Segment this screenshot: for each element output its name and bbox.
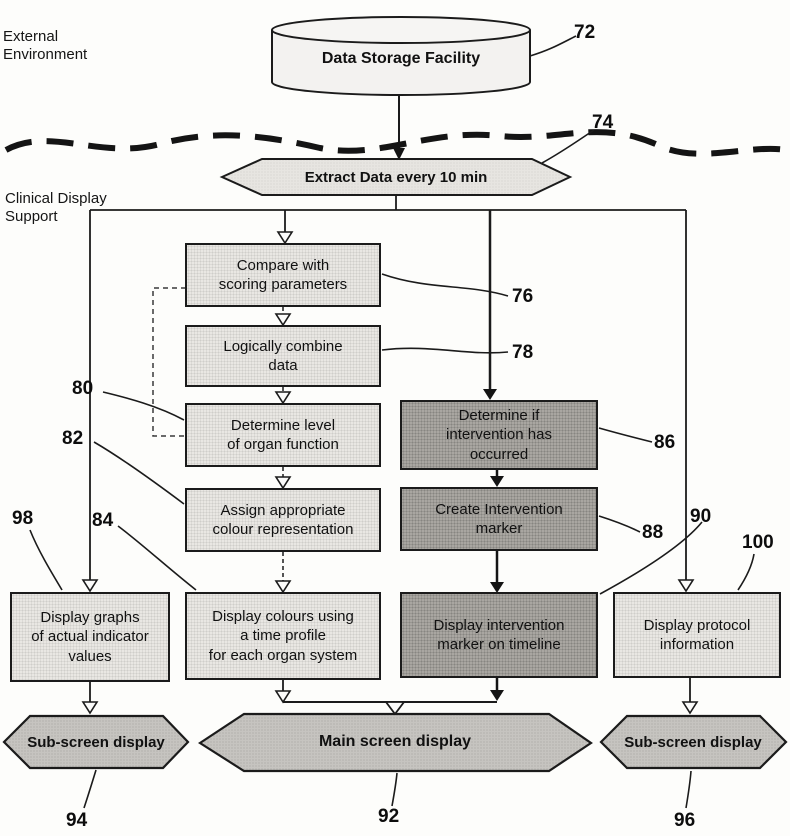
ref-100: 100 <box>742 532 774 553</box>
ref-80: 80 <box>72 378 94 399</box>
ref-90: 90 <box>690 506 712 527</box>
create-marker-box: Create Intervention marker <box>400 487 598 551</box>
arrowhead <box>276 231 294 245</box>
ref-94: 94 <box>66 810 88 831</box>
arrowhead <box>490 690 504 701</box>
assign-colour-box: Assign appropriate colour representation <box>185 488 381 552</box>
display-marker-box: Display intervention marker on timeline <box>400 592 598 678</box>
arrowhead <box>274 580 292 594</box>
arrowhead <box>483 389 497 400</box>
ref-88: 88 <box>642 522 664 543</box>
arrowhead <box>274 476 292 490</box>
arrowhead <box>81 579 99 593</box>
ref-84: 84 <box>92 510 114 531</box>
determine-level-box: Determine level of organ function <box>185 403 381 467</box>
ref-74: 74 <box>592 112 614 133</box>
data-storage-cylinder <box>271 16 531 96</box>
ref-96: 96 <box>674 810 696 831</box>
arrow-storage-to-extract <box>393 95 405 160</box>
main-screen-label: Main screen display <box>318 733 472 750</box>
external-environment-label: External Environment <box>3 28 88 63</box>
main-screen-hexagon <box>197 712 593 773</box>
arrowhead <box>81 701 99 715</box>
arrowhead <box>677 579 695 593</box>
compare-box: Compare with scoring parameters <box>185 243 381 307</box>
sub-screen-left-label: Sub-screen display <box>27 734 165 751</box>
display-graphs-box: Display graphs of actual indicator value… <box>10 592 170 682</box>
extract-data-label: Extract Data every 10 min <box>304 169 488 186</box>
combine-box: Logically combine data <box>185 325 381 387</box>
sub-screen-right-label: Sub-screen display <box>624 734 762 751</box>
determine-intervention-box: Determine if intervention has occurred <box>400 400 598 470</box>
sub-screen-left-hexagon <box>2 714 190 770</box>
arrowhead <box>384 701 406 716</box>
display-protocol-box: Display protocol information <box>613 592 781 678</box>
environment-boundary-line <box>4 129 787 157</box>
display-colours-box: Display colours using a time profile for… <box>185 592 381 680</box>
main-screen-converge <box>282 680 497 704</box>
ref-92: 92 <box>378 806 400 827</box>
leader-lines <box>29 35 755 809</box>
sub-screen-right-hexagon <box>599 714 788 770</box>
sub-screen-arrows <box>89 678 691 702</box>
arrowhead <box>681 701 699 715</box>
arrowhead <box>490 476 504 487</box>
extract-hexagon <box>219 158 573 196</box>
ref-72: 72 <box>574 22 596 43</box>
clinical-display-support-label: Clinical Display Support <box>5 190 107 225</box>
ref-98: 98 <box>12 508 34 529</box>
ref-78: 78 <box>512 342 534 363</box>
distributor-lines <box>89 195 687 580</box>
arrowhead <box>274 690 292 704</box>
ref-86: 86 <box>654 432 676 453</box>
arrowhead <box>490 582 504 593</box>
ref-76: 76 <box>512 286 534 307</box>
data-storage-label: Data Storage Facility <box>321 50 481 67</box>
arrowhead <box>274 313 292 327</box>
arrowhead <box>274 391 292 405</box>
ref-82: 82 <box>62 428 84 449</box>
